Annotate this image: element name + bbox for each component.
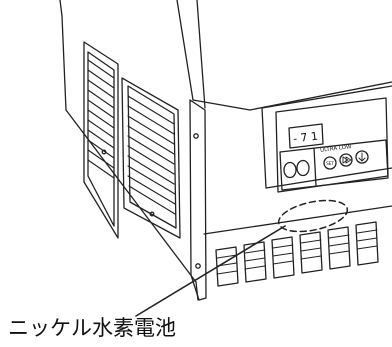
right-louvre-grille (121, 77, 181, 239)
lcd-display (288, 123, 324, 149)
battery-callout-label: ニッケル水素電池 (8, 316, 176, 340)
set-button-label: SET (326, 161, 334, 166)
front-panel-flange (189, 99, 207, 301)
callout-leader-line (135, 225, 286, 317)
lcd-readout: - 7 1 (292, 130, 318, 146)
bottom-vent-slots (203, 205, 392, 287)
cabinet-top-edge (176, 0, 392, 111)
mode-label: ULTRA LOW (320, 144, 352, 154)
battery-location-marker (277, 199, 349, 233)
button-panel (279, 139, 389, 191)
left-louvre-grille (83, 41, 119, 239)
